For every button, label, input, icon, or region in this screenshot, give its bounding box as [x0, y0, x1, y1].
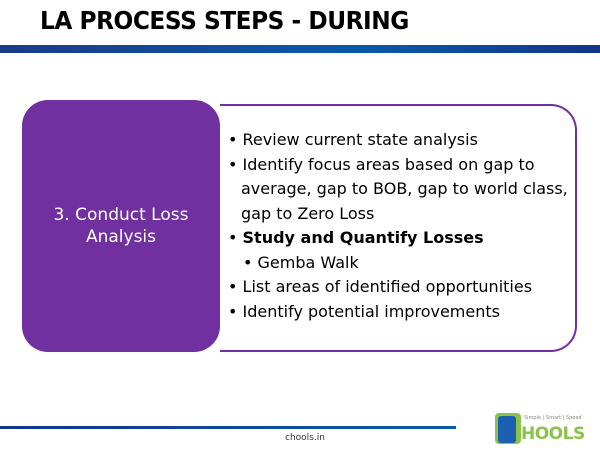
step-box: 3. Conduct Loss Analysis [22, 100, 220, 352]
logo-tagline: Simple | Smart | Speed [524, 415, 582, 421]
sub-bullet-item: • Gemba Walk [243, 252, 359, 272]
title-divider [0, 45, 600, 53]
bullet-list: • Review current state analysis • Identi… [228, 128, 575, 324]
footer-divider [0, 426, 456, 429]
bullet-item: • List areas of identified opportunities [228, 277, 533, 296]
logo-name: HOOLS [521, 424, 585, 444]
details-box: • Review current state analysis • Identi… [220, 104, 577, 352]
chools-logo: Simple | Smart | Speed HOOLS [495, 411, 587, 445]
logo-c-icon [495, 413, 521, 444]
bullet-item: • Identify potential improvements [228, 301, 500, 321]
bullet-item: • Review current state analysis [228, 130, 478, 149]
step-label: 3. Conduct Loss Analysis [53, 205, 189, 247]
bullet-item: • Identify focus areas based on gap to a… [228, 154, 568, 223]
slide-title: LA PROCESS STEPS - DURING [40, 6, 409, 35]
footer-text: chools.in [285, 433, 325, 443]
bullet-item: • Study and Quantify Losses [228, 228, 484, 247]
